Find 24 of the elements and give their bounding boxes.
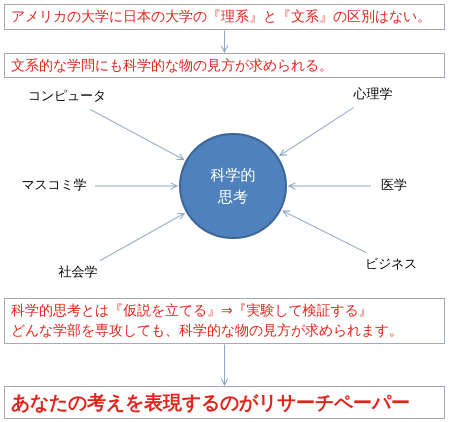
arrow (90, 108, 184, 160)
arrow (94, 182, 178, 190)
field-label: ビジネス (358, 254, 424, 276)
arrow (220, 30, 228, 53)
statement-text: 文系的な学問にも科学的な物の見方が求められる。 (11, 56, 334, 76)
arrow (288, 182, 372, 190)
arrow (282, 210, 367, 254)
arrow (279, 107, 354, 156)
field-label: コンピュータ (22, 86, 112, 108)
statement-text: あなたの考えを表現するのがリサーチペーパー (11, 390, 411, 416)
statement-text: 科学的思考とは『仮説を立てる』⇒『実験して検証する』 (11, 302, 374, 321)
statement-text: アメリカの大学に日本の大学の『理系』と『文系』の区別はない。 (11, 8, 432, 27)
field-label: マスコミ学 (16, 175, 92, 197)
text-box (4, 53, 445, 78)
text-box (4, 298, 445, 344)
field-label: 医学 (374, 175, 414, 197)
circle-label: 科学的思考 (210, 165, 256, 208)
arrow (220, 344, 228, 386)
field-label: 心理学 (345, 84, 401, 106)
statement-text: どんな学部を専攻しても、科学的な物の見方が求められます。 (11, 322, 404, 341)
text-box (4, 386, 445, 419)
field-label: 社会学 (50, 262, 106, 284)
text-box (4, 4, 445, 30)
arrow (100, 212, 185, 262)
